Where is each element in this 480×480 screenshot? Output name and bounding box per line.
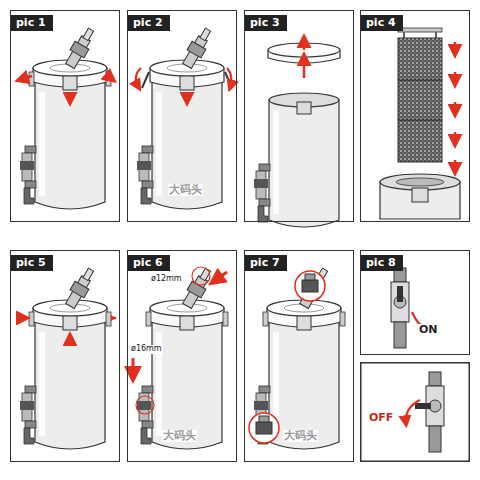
panel-heading: pic 1	[11, 15, 53, 31]
label-anchor: 大码头	[168, 178, 203, 197]
label-anchor: 大码头	[283, 424, 318, 443]
label-anchor: ø16mm	[130, 336, 163, 355]
size-label: ø16mm	[130, 345, 163, 354]
size-label: ø12mm	[150, 275, 183, 284]
label-anchor: ø12mm	[150, 266, 183, 285]
panel-heading: pic 4	[361, 15, 403, 31]
step-panel: pic 5	[10, 250, 120, 462]
panel-heading: pic 8	[361, 255, 403, 271]
watermark: 大码头	[283, 430, 318, 442]
step-panel: pic 3	[244, 10, 354, 222]
watermark: 大码头	[168, 184, 203, 196]
panel-heading: pic 3	[245, 15, 287, 31]
label-anchor: OFF	[368, 406, 394, 425]
state-label: ON	[418, 324, 439, 336]
watermark: 大码头	[162, 430, 197, 442]
step-panel: pic 1	[10, 10, 120, 222]
label-anchor: ON	[418, 318, 439, 337]
label-anchor: 大码头	[162, 424, 197, 443]
panel-heading: pic 6	[128, 255, 170, 271]
step-panel: pic 4	[360, 10, 470, 222]
step-panel: pic 8	[360, 250, 470, 355]
panel-heading: pic 7	[245, 255, 287, 271]
panel-heading: pic 5	[11, 255, 53, 271]
panel-heading: pic 2	[128, 15, 170, 31]
state-label: OFF	[368, 412, 394, 424]
